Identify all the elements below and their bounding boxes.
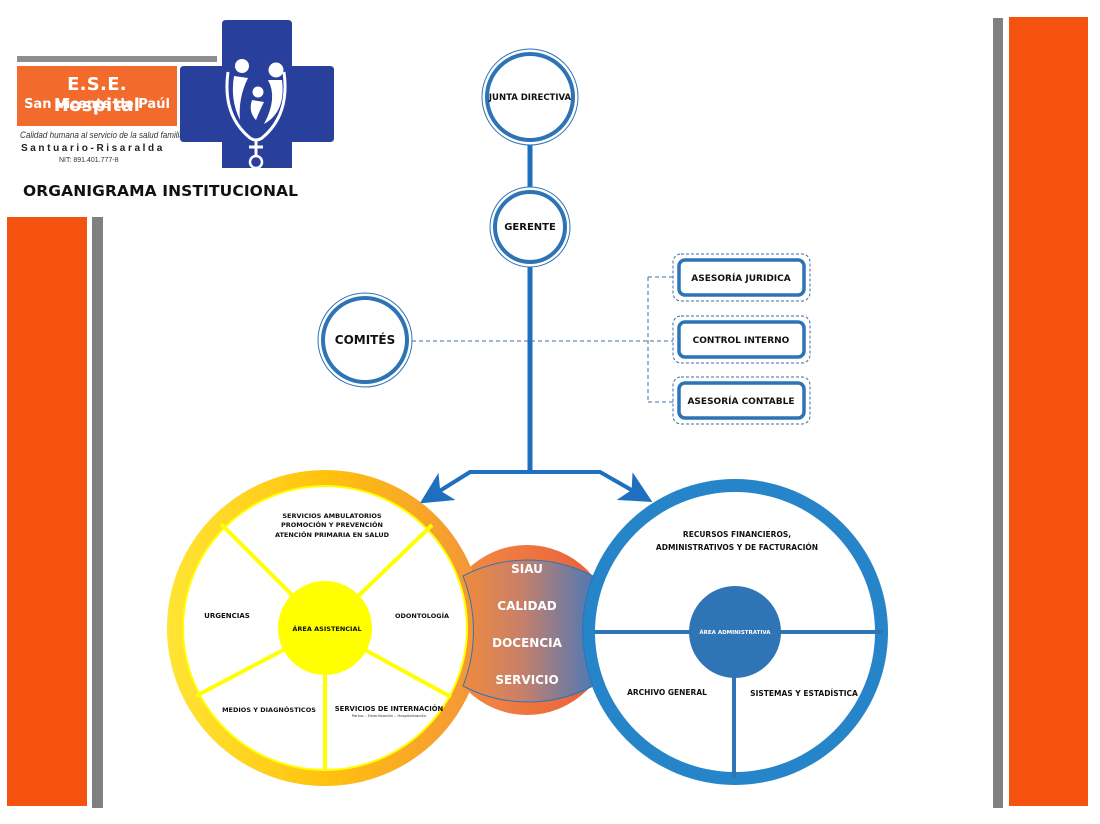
left-accent-bar bbox=[7, 217, 87, 806]
administrative-center-disc bbox=[689, 586, 781, 678]
left-gray-bar bbox=[92, 217, 103, 808]
assistance-sector-internacion: SERVICIOS DE INTERNACIÓN bbox=[335, 704, 444, 713]
assistance-sector-top-line3: ATENCIÓN PRIMARIA EN SALUD bbox=[275, 530, 390, 539]
node-comites-label: COMITÉS bbox=[335, 332, 395, 347]
assistance-sector-urgencias: URGENCIAS bbox=[204, 612, 250, 620]
assistance-sector-internacion-sub: Partos – Esterilización – Hospitalizació… bbox=[352, 713, 427, 718]
node-comites[interactable]: COMITÉS bbox=[317, 292, 413, 388]
right-gray-bar bbox=[993, 18, 1003, 808]
arrow-to-administrative-area bbox=[530, 470, 653, 502]
medical-cross-family-icon bbox=[180, 20, 334, 170]
administrative-area-circle bbox=[582, 479, 888, 785]
assistance-sector-top-line2: PROMOCIÓN Y PREVENCIÓN bbox=[281, 520, 383, 529]
logo-nit: NIT: 891.401.777-8 bbox=[59, 157, 119, 164]
admin-sector-sistemas: SISTEMAS Y ESTADÍSTICA bbox=[750, 689, 858, 698]
shared-item-siau: SIAU bbox=[511, 562, 543, 576]
assistance-sector-odontologia: ODONTOLOGÍA bbox=[395, 611, 449, 620]
logo-tagline: Calidad humana al servicio de la salud f… bbox=[20, 130, 187, 141]
page-title: ORGANIGRAMA INSTITUCIONAL bbox=[23, 182, 299, 200]
assistance-sector-medios: MEDIOS Y DIAGNÓSTICOS bbox=[222, 705, 316, 714]
node-asesoria-contable-label: ASESORÍA CONTABLE bbox=[687, 395, 794, 407]
admin-sector-archivo: ARCHIVO GENERAL bbox=[627, 688, 707, 697]
admin-center-label: ÁREA ADMINISTRATIVA bbox=[699, 629, 771, 636]
logo-location: Santuario-Risaralda bbox=[21, 143, 165, 154]
assistance-center-disc bbox=[278, 581, 372, 675]
node-control-interno[interactable]: CONTROL INTERNO bbox=[672, 315, 811, 364]
right-accent-bar bbox=[1009, 17, 1088, 806]
assistance-center-label: ÁREA ASISTENCIAL bbox=[292, 624, 361, 633]
logo-name-line1: E.S.E. Hospital bbox=[53, 74, 141, 116]
node-asesoria-contable[interactable]: ASESORÍA CONTABLE bbox=[672, 376, 811, 425]
shared-area-lens bbox=[462, 559, 594, 703]
node-gerente-label: GERENTE bbox=[504, 222, 556, 233]
assistance-sector-top-line1: SERVICIOS AMBULATORIOS bbox=[282, 512, 382, 520]
logo-divider bbox=[17, 56, 217, 62]
assistance-area-circle bbox=[167, 470, 483, 786]
shared-item-servicio: SERVICIO bbox=[495, 673, 558, 687]
arrow-to-assistance-area bbox=[419, 470, 530, 504]
node-junta-directiva-label: JUNTA DIRECTIVA bbox=[488, 93, 572, 103]
node-junta-directiva[interactable]: JUNTA DIRECTIVA bbox=[481, 48, 579, 146]
node-gerente[interactable]: GERENTE bbox=[489, 186, 571, 268]
node-asesoria-juridica[interactable]: ASESORÍA JURIDICA bbox=[672, 253, 811, 302]
shared-item-calidad: CALIDAD bbox=[497, 599, 556, 613]
logo-name-line2: San Vicente de Paúl bbox=[24, 97, 170, 112]
logo-name-band bbox=[17, 66, 177, 126]
node-asesoria-juridica-label: ASESORÍA JURIDICA bbox=[691, 272, 790, 284]
admin-sector-top-line1: RECURSOS FINANCIEROS, bbox=[683, 530, 791, 539]
node-control-interno-label: CONTROL INTERNO bbox=[693, 336, 790, 346]
admin-sector-top-line2: ADMINISTRATIVOS Y DE FACTURACIÓN bbox=[656, 543, 818, 552]
shared-item-docencia: DOCENCIA bbox=[492, 636, 562, 650]
